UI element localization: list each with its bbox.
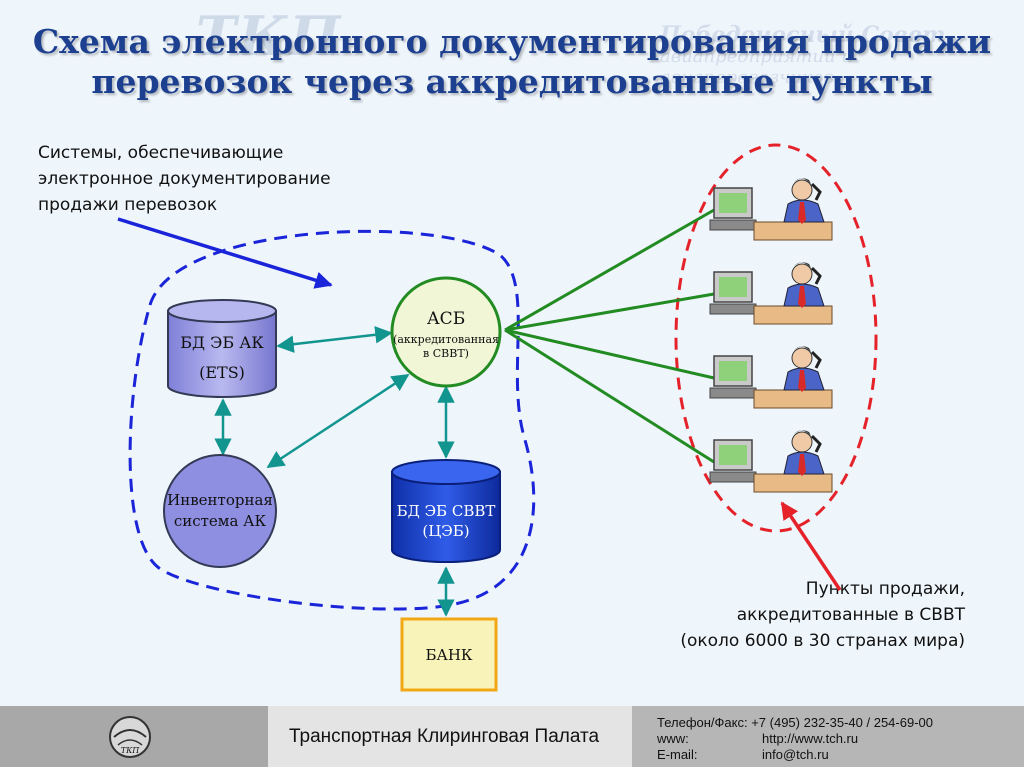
watermark-logo: ТКП	[196, 4, 343, 68]
www-link[interactable]: http://www.tch.ru	[762, 731, 859, 746]
terminal-link-1	[504, 208, 715, 332]
db-svvt-label-1: БД ЭБ СВВТ	[397, 502, 496, 520]
terminal-link-3	[504, 328, 715, 380]
db-svvt-label-2: (ЦЭБ)	[422, 522, 469, 540]
terminal-3	[709, 346, 833, 409]
footer-contact-panel	[632, 706, 1024, 767]
bank-label: БАНК	[425, 646, 472, 664]
sales-points-boundary	[674, 143, 878, 533]
www-label: www:	[657, 731, 689, 746]
link-dbak-asb	[276, 326, 393, 353]
asb-node: АСБ (аккредитованная в СВВТ)	[390, 276, 502, 388]
link-asb-inventory	[266, 373, 410, 469]
systems-annotation: Системы, обеспечивающие электронное доку…	[38, 140, 331, 218]
phone-fax: Телефон/Факс: +7 (495) 232-35-40 / 254-6…	[657, 715, 933, 730]
diagram: БД ЭБ АК (ETS) АСБ (аккредитованная в СВ…	[117, 143, 878, 692]
systems-annotation-line-3: продажи перевозок	[38, 195, 218, 215]
watermark-line-1: Победоносный Совет	[660, 22, 946, 48]
asb-label-1: АСБ	[427, 309, 465, 329]
footer-org-panel	[268, 706, 632, 767]
systems-boundary	[128, 229, 536, 611]
systems-pointer-arrow	[117, 217, 333, 289]
footer: ТКП Транспортная Клиринговая Палата Теле…	[0, 706, 1024, 767]
bank-node: БАНК	[400, 617, 498, 692]
terminal-1	[709, 178, 833, 241]
asb-label-2: (аккредитованная	[393, 333, 499, 346]
page-title: Схема электронного документирования прод…	[0, 22, 1024, 102]
email-label: E-mail:	[657, 747, 698, 762]
title-line-1: Схема электронного документирования прод…	[32, 22, 992, 61]
terminal-4	[709, 430, 833, 493]
asb-terminal-links	[504, 208, 715, 464]
sales-terminals	[709, 178, 833, 493]
email-link[interactable]: info@tch.ru	[762, 747, 829, 762]
org-name: Транспортная Клиринговая Палата	[289, 726, 600, 747]
db-ak-node: БД ЭБ АК (ETS)	[167, 299, 277, 398]
db-ak-label-2: (ETS)	[199, 363, 245, 382]
inventory-label-2: система АК	[174, 512, 267, 530]
footer-logo-panel: ТКП	[0, 706, 268, 767]
slide: ТКП Победоносный Совет авиапредприятий и…	[0, 0, 1024, 706]
terminal-link-2	[504, 292, 715, 332]
tch-logo-icon: ТКП	[109, 716, 151, 758]
points-annotation-line-3: (около 6000 в 30 странах мира)	[680, 631, 965, 651]
terminal-link-4	[504, 328, 715, 464]
systems-annotation-line-1: Системы, обеспечивающие	[38, 143, 284, 163]
tch-logo-text: ТКП	[121, 746, 141, 755]
title-line-2: перевозок через аккредитованные пункты	[91, 62, 933, 101]
db-ak-label-1: БД ЭБ АК	[180, 333, 264, 352]
asb-label-3: в СВВТ)	[423, 347, 469, 360]
systems-annotation-line-2: электронное документирование	[38, 169, 331, 189]
watermark-line-2: авиапредприятий и авиаперевозчиков	[660, 46, 853, 88]
terminal-2	[709, 262, 833, 325]
points-annotation-line-1: Пункты продажи,	[805, 579, 965, 599]
points-pointer-arrow	[780, 501, 842, 591]
points-annotation: Пункты продажи, аккредитованные в СВВТ (…	[620, 576, 965, 654]
inventory-label-1: Инвенторная	[167, 491, 273, 509]
db-svvt-node: БД ЭБ СВВТ (ЦЭБ)	[391, 459, 501, 563]
inventory-node: Инвенторная система АК	[163, 454, 277, 568]
points-annotation-line-2: аккредитованные в СВВТ	[736, 605, 965, 625]
